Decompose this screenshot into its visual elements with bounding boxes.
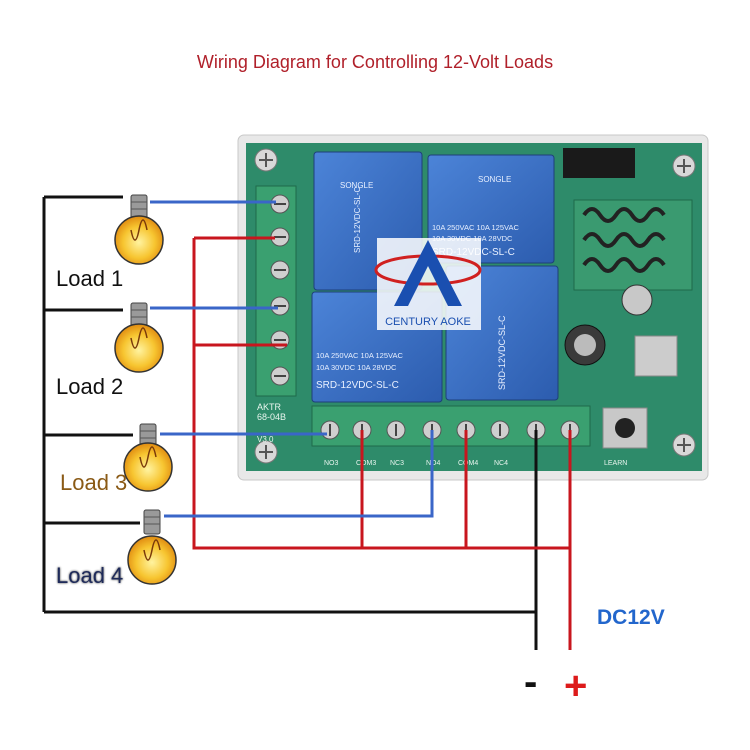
load-bulb-2: [114, 302, 164, 373]
load-bulb-1: [114, 194, 164, 265]
logo: CENTURY AOKE: [374, 238, 482, 330]
mounting-screws: [254, 148, 696, 464]
terminal-label: COM4: [458, 460, 478, 467]
terminal-label: NO3: [324, 460, 339, 467]
positive-wiring: [192, 236, 572, 650]
svg-text:SRD-12VDC-SL-C: SRD-12VDC-SL-C: [353, 187, 362, 253]
board-version: V3.0: [257, 435, 274, 444]
svg-text:10A 250VAC 10A 125VAC: 10A 250VAC 10A 125VAC: [432, 223, 519, 232]
signal-wiring: [150, 200, 434, 518]
load-label-3: Load 3: [60, 470, 128, 495]
load-bulb-3: [123, 423, 173, 492]
diagram-title: Wiring Diagram for Controlling 12-Volt L…: [196, 52, 554, 72]
load-label-4: Load 4: [56, 563, 124, 588]
logo-text: CENTURY AOKE: [385, 316, 471, 328]
left-terminal-block: [255, 185, 297, 397]
negative-wiring: [42, 195, 538, 650]
terminal-label: NC4: [494, 460, 508, 467]
load-label-2: Load 2: [56, 374, 124, 399]
svg-text:SRD-12VDC-SL-C: SRD-12VDC-SL-C: [497, 315, 507, 390]
svg-text:10A 250VAC 10A 125VAC: 10A 250VAC 10A 125VAC: [316, 351, 403, 360]
terminal-label: NC3: [390, 460, 404, 467]
load-label-1: Load 1: [56, 266, 124, 291]
receiver-module: [563, 148, 693, 449]
negative-terminal-label: -: [524, 660, 538, 704]
learn-button-label: LEARN: [604, 460, 627, 467]
svg-text:SONGLE: SONGLE: [478, 175, 511, 184]
load-bulb-4: [127, 509, 177, 585]
bottom-terminal-block: [311, 405, 591, 447]
svg-text:SRD-12VDC-SL-C: SRD-12VDC-SL-C: [316, 380, 399, 391]
terminal-label: COM3: [356, 460, 376, 467]
positive-terminal-label: +: [564, 664, 588, 708]
power-label: DC12V: [597, 606, 665, 629]
svg-text:10A 30VDC 10A 28VDC: 10A 30VDC 10A 28VDC: [316, 363, 397, 372]
svg-text:SONGLE: SONGLE: [340, 181, 373, 190]
